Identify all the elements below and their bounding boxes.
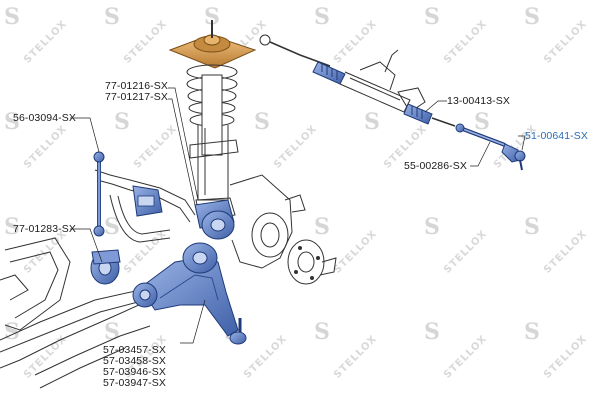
watermark-logo: S: [254, 109, 270, 135]
ball-joint: [229, 318, 247, 345]
control-arm-bushing-upper: [194, 199, 235, 240]
steering-rack: [259, 34, 456, 127]
label-tie-rod: 55-00286-SX: [404, 160, 467, 172]
shock-absorber: [186, 64, 239, 221]
leader-lines: [70, 87, 526, 344]
label-57-03458: 57-03458-SX: [103, 355, 166, 367]
label-control-arm: 57-03457-SX 57-03458-SX 57-03946-SX 57-0…: [103, 345, 166, 389]
watermark-logo: S: [524, 4, 540, 30]
control-arm-bushing-rear: [90, 249, 121, 285]
steering-knuckle: [229, 174, 306, 269]
watermark-logo: S: [104, 214, 120, 240]
watermark-logo: S: [424, 319, 440, 345]
watermark-logo: S: [104, 319, 120, 345]
watermark-logo: S: [424, 214, 440, 240]
watermark-logo: S: [114, 109, 130, 135]
watermark-logo: S: [4, 109, 20, 135]
watermark-logo: S: [104, 4, 120, 30]
watermark-logo: S: [524, 214, 540, 240]
watermark-logo: S: [314, 319, 330, 345]
label-77-01216: 77-01216-SX: [105, 80, 168, 92]
label-tie-rod-end: 51-00641-SX: [525, 130, 588, 142]
label-77-01217: 77-01217-SX: [105, 91, 168, 103]
label-steering-rack: 13-00413-SX: [447, 95, 510, 107]
label-strut-bushing: 77-01216-SX 77-01217-SX: [105, 81, 168, 103]
watermark-logo: S: [314, 4, 330, 30]
watermark-logo: S: [4, 214, 20, 240]
tie-rod-end: [501, 143, 526, 171]
watermark-logo: S: [364, 109, 380, 135]
lower-control-arm: [139, 242, 239, 337]
watermark-logo: S: [4, 4, 20, 30]
watermark-logo: S: [204, 4, 220, 30]
stabilizer-bushing: [132, 185, 163, 217]
watermark-logo: S: [424, 4, 440, 30]
stabilizer-link: [93, 151, 105, 237]
label-57-03457: 57-03457-SX: [103, 344, 166, 356]
label-57-03947: 57-03947-SX: [103, 377, 166, 389]
label-stabilizer-link: 56-03094-SX: [13, 112, 76, 124]
wheel-hub: [287, 239, 337, 285]
control-arm-bushing-front: [132, 282, 158, 308]
label-rear-bushing: 77-01283-SX: [13, 223, 76, 235]
tie-rod: [455, 123, 506, 147]
label-57-03946: 57-03946-SX: [103, 366, 166, 378]
watermark-logo: S: [524, 319, 540, 345]
watermark-logo: S: [314, 214, 330, 240]
strut-mount: [168, 20, 257, 69]
watermark-logo: S: [474, 109, 490, 135]
